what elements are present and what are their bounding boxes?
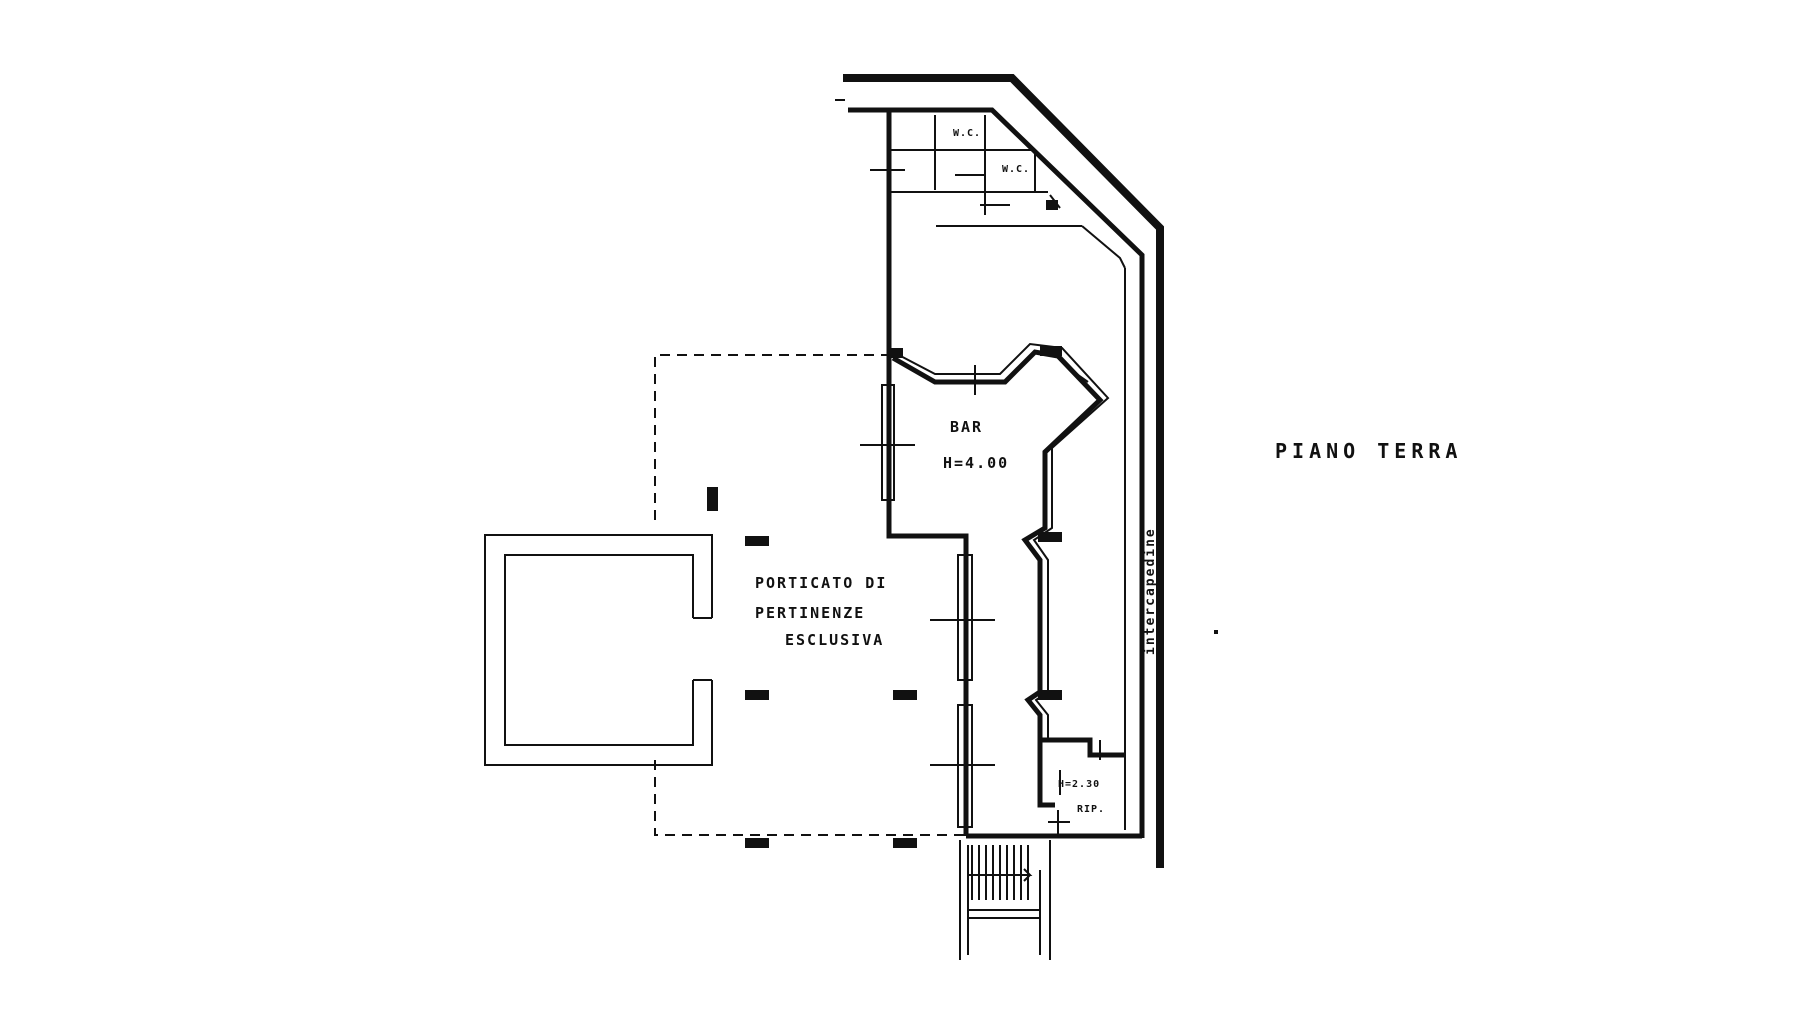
porch-pillar (745, 838, 769, 848)
porch-label-line3: ESCLUSIVA (785, 631, 884, 649)
porch-pillar (707, 487, 718, 511)
windows (860, 384, 995, 828)
bar-height-label: H=4.00 (943, 454, 1009, 472)
porch-pillar (745, 536, 769, 546)
entrance-stairs (959, 840, 1051, 960)
storage-room (1037, 737, 1125, 835)
cavity-label: intercapedine (1143, 527, 1158, 655)
wc-block (870, 115, 1061, 215)
porch-label-line1: PORTICATO DI (755, 574, 887, 592)
wc-upper-label: W.C. (953, 128, 981, 139)
bar-walls (886, 110, 1142, 839)
porch-pillar (893, 690, 917, 700)
storage-room-label: RIP. (1077, 804, 1105, 815)
storage-height-label: H=2.30 (1058, 779, 1100, 790)
stray-mark (1214, 630, 1218, 634)
porch-pillar (893, 838, 917, 848)
bar-counter (889, 342, 1110, 740)
drawing-title: PIANO TERRA (1275, 439, 1462, 463)
porch-label-line2: PERTINENZE (755, 604, 865, 622)
wc-lower-label: W.C. (1002, 164, 1030, 175)
garden-structure (484, 534, 713, 766)
exterior-wall (835, 74, 1164, 868)
porch (654, 354, 966, 848)
bar-room-label: BAR (950, 418, 983, 436)
porch-pillar (745, 690, 769, 700)
